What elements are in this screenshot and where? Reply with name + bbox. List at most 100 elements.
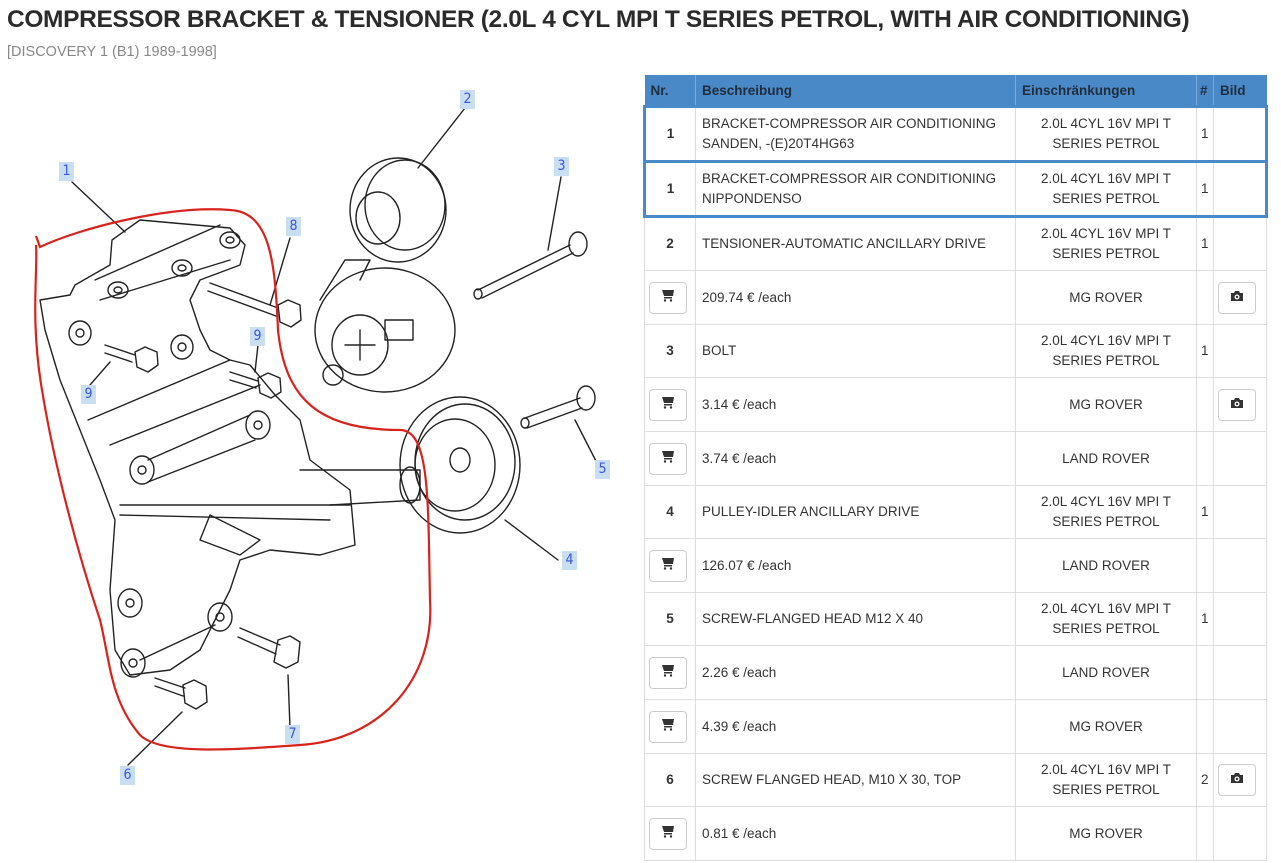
quantity-empty <box>1196 806 1214 861</box>
callout-7[interactable]: 7 <box>285 725 300 744</box>
part-description: PULLEY-IDLER ANCILLARY DRIVE <box>695 485 1016 539</box>
part-description: BRACKET-COMPRESSOR AIR CONDITIONING NIPP… <box>695 160 1016 218</box>
part-quantity: 1 <box>1196 105 1214 163</box>
callout-8[interactable]: 8 <box>286 217 301 236</box>
quantity-empty <box>1196 645 1214 700</box>
add-to-cart-button[interactable] <box>649 281 687 314</box>
part-number: 4 <box>644 485 696 539</box>
part-description: BOLT <box>695 324 1016 378</box>
price: 2.26 € /each <box>695 645 1016 700</box>
part-restrictions: 2.0L 4CYL 16V MPI T SERIES PETROL <box>1015 216 1197 271</box>
part-quantity: 2 <box>1196 753 1214 807</box>
part-quantity: 1 <box>1196 324 1214 378</box>
price: 0.81 € /each <box>695 806 1016 861</box>
quantity-empty <box>1196 431 1214 486</box>
image-cell <box>1213 753 1267 807</box>
callout-6[interactable]: 6 <box>120 766 135 785</box>
callout-9-right[interactable]: 9 <box>250 327 265 346</box>
callout-1[interactable]: 1 <box>59 162 74 181</box>
col-header-restrictions[interactable]: Einschränkungen <box>1015 75 1197 107</box>
camera-icon <box>1230 288 1244 308</box>
cart-cell <box>644 538 696 593</box>
price: 126.07 € /each <box>695 538 1016 593</box>
add-to-cart-button[interactable] <box>649 710 687 743</box>
callout-3[interactable]: 3 <box>554 157 569 176</box>
vehicle-subtitle: [DISCOVERY 1 (B1) 1989-1998] <box>7 44 217 60</box>
cart-cell <box>644 806 696 861</box>
image-cell <box>1213 645 1267 700</box>
cart-icon <box>661 717 675 737</box>
cart-icon <box>661 288 675 308</box>
cart-cell <box>644 645 696 700</box>
highlight-outline <box>34 208 432 751</box>
image-cell <box>1213 216 1267 271</box>
col-header-description[interactable]: Beschreibung <box>695 75 1016 107</box>
price: 3.74 € /each <box>695 431 1016 486</box>
parts-diagram: 1 2 3 4 5 6 7 8 9 9 <box>0 70 640 863</box>
callout-5[interactable]: 5 <box>595 460 610 479</box>
image-cell <box>1213 806 1267 861</box>
brand: MG ROVER <box>1015 806 1197 861</box>
image-cell <box>1213 377 1267 432</box>
quantity-empty <box>1196 377 1214 432</box>
bracket-outline <box>39 219 356 676</box>
part-restrictions: 2.0L 4CYL 16V MPI T SERIES PETROL <box>1015 753 1197 807</box>
exploded-view-drawing <box>34 107 599 766</box>
cart-cell <box>644 431 696 486</box>
camera-icon <box>1230 395 1244 415</box>
brand: MG ROVER <box>1015 377 1197 432</box>
callout-4[interactable]: 4 <box>562 551 577 570</box>
parts-table: Nr. Beschreibung Einschränkungen # Bild … <box>643 75 1268 861</box>
price: 209.74 € /each <box>695 270 1016 325</box>
add-to-cart-button[interactable] <box>649 388 687 421</box>
image-cell <box>1213 485 1267 539</box>
add-to-cart-button[interactable] <box>649 549 687 582</box>
brand: LAND ROVER <box>1015 538 1197 593</box>
add-to-cart-button[interactable] <box>649 656 687 689</box>
part-number: 3 <box>644 324 696 378</box>
photo-button[interactable] <box>1218 388 1256 421</box>
callout-2[interactable]: 2 <box>460 90 475 109</box>
image-cell <box>1213 538 1267 593</box>
part-restrictions: 2.0L 4CYL 16V MPI T SERIES PETROL <box>1015 485 1197 539</box>
price: 3.14 € /each <box>695 377 1016 432</box>
col-header-qty[interactable]: # <box>1196 75 1214 107</box>
cart-icon <box>661 824 675 844</box>
part-number: 1 <box>643 160 696 218</box>
cart-icon <box>661 449 675 469</box>
add-to-cart-button[interactable] <box>649 817 687 850</box>
cart-cell <box>644 377 696 432</box>
part-number: 6 <box>644 753 696 807</box>
part-restrictions: 2.0L 4CYL 16V MPI T SERIES PETROL <box>1015 105 1197 163</box>
part-number: 2 <box>644 216 696 271</box>
image-cell <box>1213 105 1268 163</box>
callout-9-left[interactable]: 9 <box>81 385 96 404</box>
image-cell <box>1213 270 1267 325</box>
cart-icon <box>661 556 675 576</box>
part-restrictions: 2.0L 4CYL 16V MPI T SERIES PETROL <box>1015 160 1197 218</box>
add-to-cart-button[interactable] <box>649 442 687 475</box>
image-cell <box>1213 592 1267 646</box>
col-header-nr[interactable]: Nr. <box>644 75 696 107</box>
photo-button[interactable] <box>1218 764 1256 796</box>
photo-button[interactable] <box>1218 281 1256 314</box>
cart-cell <box>644 270 696 325</box>
col-header-image[interactable]: Bild <box>1213 75 1267 107</box>
brand: MG ROVER <box>1015 270 1197 325</box>
part-quantity: 1 <box>1196 592 1214 646</box>
part-quantity: 1 <box>1196 216 1214 271</box>
image-cell <box>1213 324 1267 378</box>
